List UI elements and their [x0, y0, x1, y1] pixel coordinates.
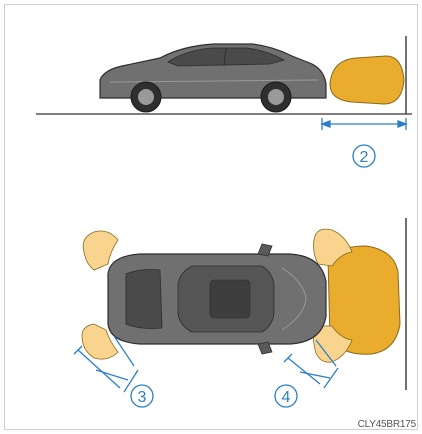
car-side-icon	[100, 44, 326, 112]
car-top-icon	[108, 244, 326, 354]
callout-3: 3	[131, 385, 153, 407]
callout-3-label: 3	[138, 389, 147, 406]
callout-2: 2	[353, 145, 375, 167]
side-view: 2	[36, 36, 412, 167]
image-code: CLY45BR175	[358, 419, 416, 430]
callout-4-label: 4	[282, 389, 291, 406]
sensor-zone-icon	[330, 56, 404, 104]
top-view: 3 4	[74, 218, 406, 407]
dimension-side-gap	[322, 118, 406, 130]
callout-2-label: 2	[360, 149, 369, 166]
callout-4: 4	[275, 385, 297, 407]
